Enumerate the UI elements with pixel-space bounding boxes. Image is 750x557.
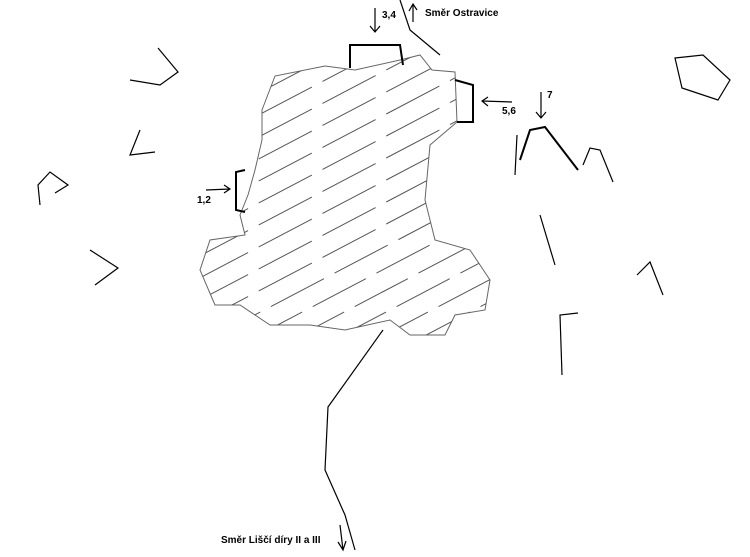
label-marker-5-6: 5,6	[502, 106, 516, 117]
bracket-1-2	[235, 169, 246, 213]
hatch-line	[200, 100, 490, 259]
rock-fragment	[129, 129, 156, 156]
hatch-line	[200, 166, 490, 325]
label-marker-3-4: 3,4	[382, 10, 396, 21]
rock-fragment	[636, 260, 664, 296]
rock-fragment	[514, 134, 518, 176]
rock-fragment	[582, 147, 614, 183]
hatch-line	[200, 122, 490, 281]
arrow-south-icon	[337, 524, 347, 552]
path-north	[399, 0, 441, 56]
hatch-line	[200, 55, 341, 127]
bracket-7	[519, 125, 579, 171]
arrow-north-icon	[408, 2, 418, 22]
rock-fragment	[559, 312, 579, 376]
arrow-1-2-icon	[205, 184, 232, 194]
arrow-3-4-icon	[369, 8, 381, 33]
hatch-line	[200, 55, 467, 193]
hatch-line	[290, 232, 490, 335]
hatch-line	[416, 298, 490, 335]
hatch-line	[206, 188, 490, 335]
cave-area-outline	[199, 54, 491, 336]
rock-fragment	[37, 171, 70, 206]
label-marker-7: 7	[547, 90, 553, 101]
arrow-7-icon	[535, 92, 547, 119]
bracket-5-6	[454, 79, 474, 123]
label-marker-1-2: 1,2	[197, 195, 211, 206]
path-south	[324, 329, 384, 551]
hatch-line	[200, 56, 490, 215]
hatch-line	[200, 55, 425, 171]
hatch-line	[200, 144, 490, 303]
rock-fragment	[539, 214, 556, 266]
hatch-line	[458, 320, 490, 335]
label-north-direction: Směr Ostravice	[425, 8, 499, 19]
label-south-direction: Směr Liščí díry II a III	[221, 535, 321, 546]
cave-area-hatching	[200, 55, 490, 335]
arrow-5-6-icon	[480, 96, 513, 107]
rock-pentagon	[674, 54, 731, 101]
hatch-line	[332, 254, 490, 335]
hatch-line	[200, 55, 383, 149]
hatch-line	[200, 78, 490, 237]
rock-fragment	[129, 47, 179, 86]
rock-fragment	[89, 249, 120, 286]
hatch-line	[248, 210, 490, 335]
bracket-3-4	[349, 44, 404, 68]
